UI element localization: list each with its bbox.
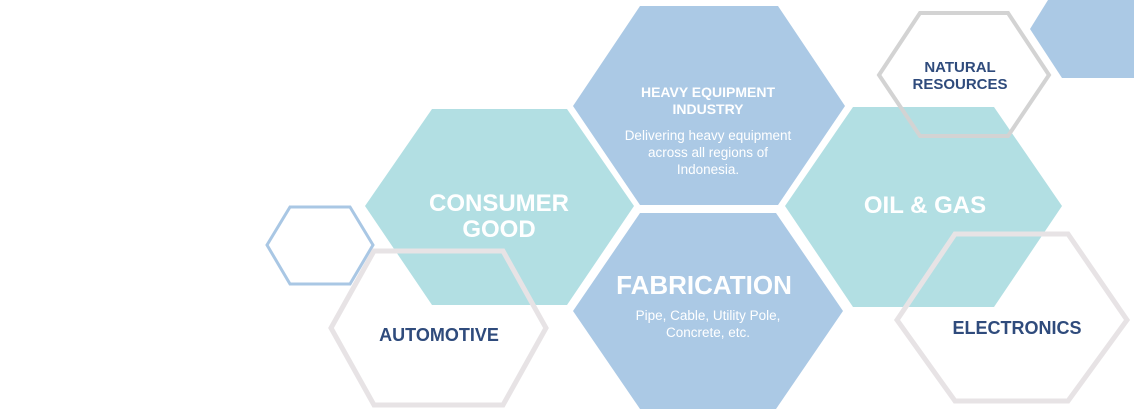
hex-consumer-good: CONSUMER GOOD xyxy=(365,109,634,305)
heavy-equipment-title-1: HEAVY EQUIPMENT xyxy=(641,84,776,100)
electronics-title: ELECTRONICS xyxy=(952,318,1081,338)
hex-heavy-equipment: HEAVY EQUIPMENT INDUSTRY Delivering heav… xyxy=(573,6,845,205)
fabrication-title: FABRICATION xyxy=(616,270,792,300)
fabrication-desc-2: Concrete, etc. xyxy=(666,325,750,340)
decorative-hex-top-right xyxy=(1030,0,1134,78)
heavy-equipment-title-2: INDUSTRY xyxy=(672,101,744,117)
automotive-title: AUTOMOTIVE xyxy=(379,325,499,345)
heavy-equipment-desc-3: Indonesia. xyxy=(677,162,739,177)
oil-gas-title: OIL & GAS xyxy=(864,192,986,219)
hex-fabrication: FABRICATION Pipe, Cable, Utility Pole, C… xyxy=(573,213,843,409)
natural-resources-title-1: NATURAL xyxy=(924,59,995,76)
hex-natural-resources: NATURAL RESOURCES xyxy=(876,11,1052,138)
heavy-equipment-desc-2: across all regions of xyxy=(648,145,768,160)
fabrication-desc-1: Pipe, Cable, Utility Pole, xyxy=(636,308,781,323)
heavy-equipment-desc-1: Delivering heavy equipment xyxy=(625,128,792,143)
consumer-good-title-2: GOOD xyxy=(462,216,535,243)
hex-electronics: ELECTRONICS xyxy=(893,231,1131,404)
decorative-hex-outline-blue xyxy=(265,205,375,286)
natural-resources-title-2: RESOURCES xyxy=(912,76,1007,93)
hex-automotive: AUTOMOTIVE xyxy=(328,248,549,408)
hex-oil-gas: OIL & GAS xyxy=(785,107,1062,307)
consumer-good-title-1: CONSUMER xyxy=(429,190,569,217)
